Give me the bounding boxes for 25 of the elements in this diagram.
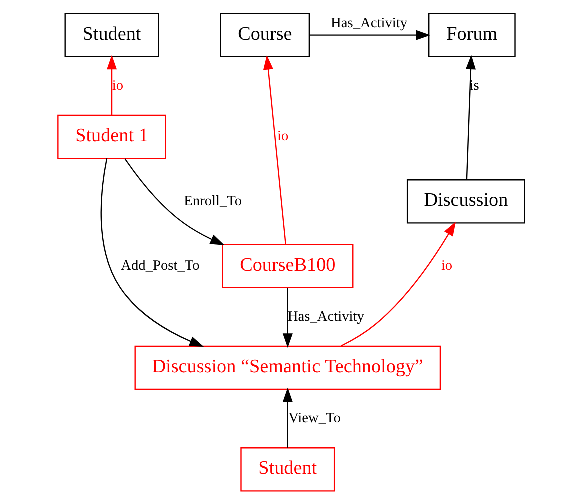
node-box: Student [64,12,159,57]
edge-label: Has_Activity [330,15,408,32]
arrow [100,158,204,346]
node-box: Course [220,12,310,57]
node-box: Discussion [406,179,525,224]
arrow [124,158,224,245]
node-box: Forum [428,12,516,57]
edge-label: Add_Post_To [120,257,200,274]
node-box: Student 1 [57,114,166,159]
arrow [262,54,286,244]
arrow [282,387,292,448]
edge-label: io [440,257,452,274]
node-box: Discussion “Semantic Technology” [134,345,441,390]
node-box: CourseB100 [222,244,354,288]
edge-label: io [112,77,124,94]
arrow [106,54,117,115]
edge-label: io [277,128,288,144]
node-box: Student [240,447,335,492]
arrow [282,288,292,348]
arrow [465,54,476,180]
edge-label: Has_Activity [287,308,364,324]
arrow [340,221,456,346]
arrow [309,30,430,40]
edge-label: Enroll_To [184,192,242,209]
edge-label: View_To [288,410,340,426]
